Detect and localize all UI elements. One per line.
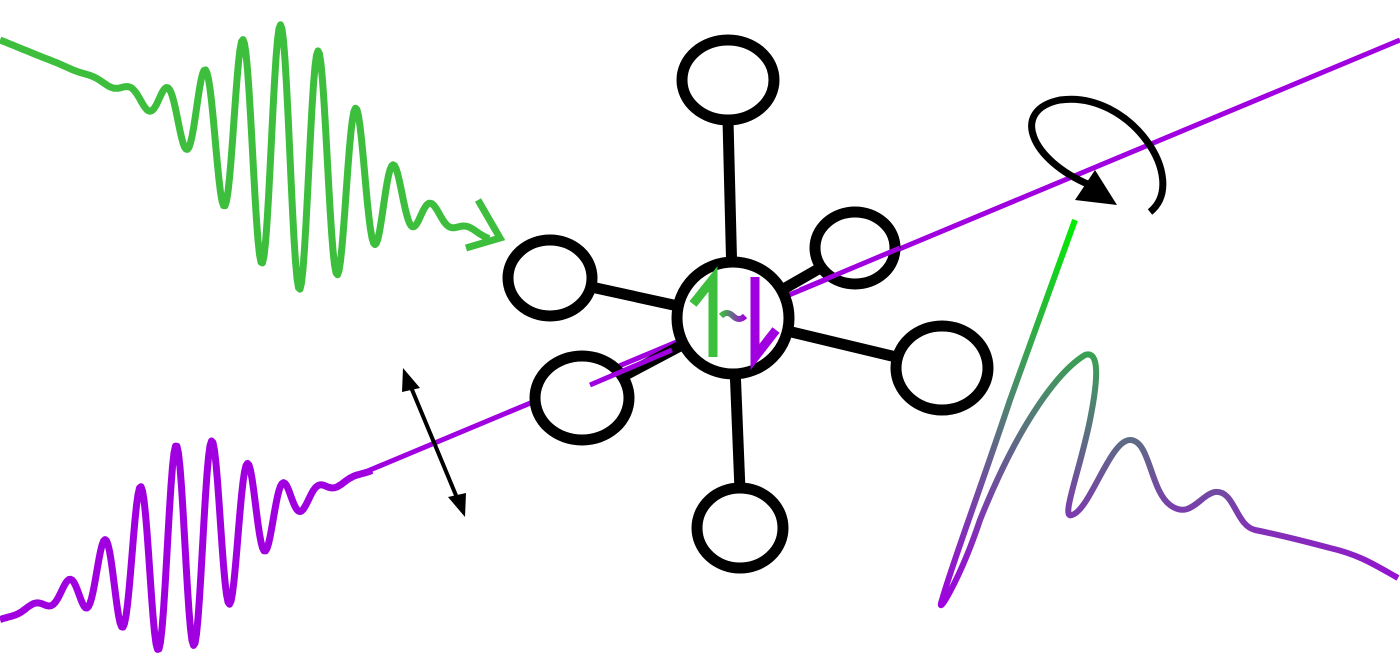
exchange-wiggle <box>718 310 748 322</box>
ligand-left-bottom <box>529 350 635 446</box>
ligand-bottom <box>691 482 789 574</box>
rotation-arrow-icon <box>1028 95 1167 215</box>
ligand-left <box>502 234 598 322</box>
response-signal <box>937 218 1400 609</box>
ligand-top <box>676 34 780 126</box>
double-arrow-icon <box>402 368 466 517</box>
purple-wave-packet <box>0 437 374 653</box>
green-arrowhead <box>465 198 506 252</box>
spin-up-arrow-icon <box>689 266 718 357</box>
molecule <box>502 34 994 574</box>
ligand-top-right <box>809 206 901 290</box>
spin-down-arrow-icon <box>750 277 780 371</box>
green-wave-packet <box>0 21 491 293</box>
ligand-right <box>890 320 994 416</box>
